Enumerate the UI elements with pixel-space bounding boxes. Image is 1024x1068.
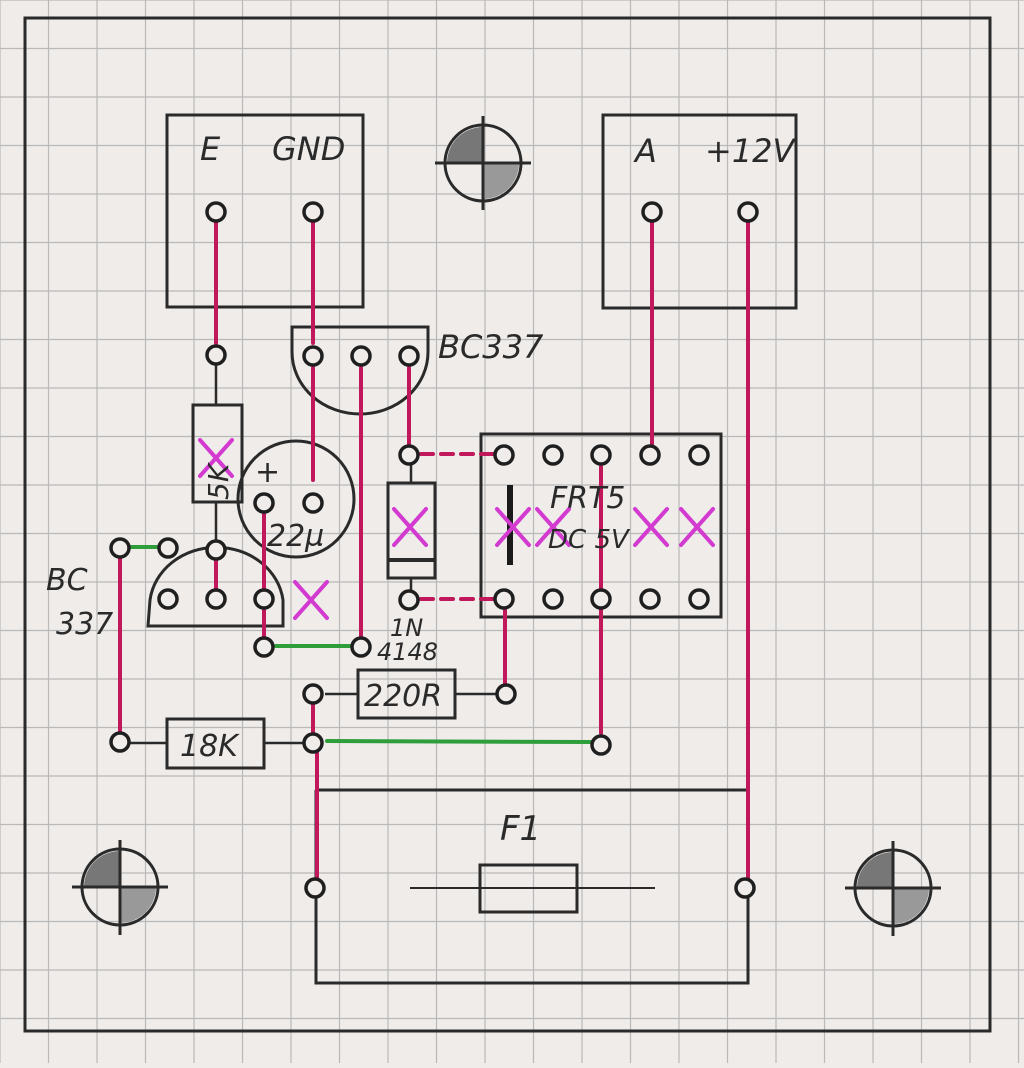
fuse-body [478,863,579,914]
pad-relay-7 [542,588,564,610]
terminal-block-right [601,113,798,310]
pad-t1-e [302,345,324,367]
pad-t2-1 [157,588,179,610]
transistor-left-label-line2: 337 [56,607,113,642]
pad-220r-left [302,683,324,705]
terminal-gnd-label: GND [272,130,345,168]
pad-relay-6 [493,588,515,610]
pad-5k-bottom [205,539,227,561]
pad-left-top [109,537,131,559]
cross-5k [198,438,234,478]
cross-cap [293,580,329,620]
cross-relay-4 [679,507,715,547]
pad-relay-8 [590,588,612,610]
pad-t1-c [398,345,420,367]
pad-t2-3 [253,588,275,610]
pad-diode-node [350,636,372,658]
pad-cap-plus [253,492,275,514]
transistor-left-label-line1: BC [46,563,88,598]
pad-relay-9 [639,588,661,610]
pad-gnd [302,201,324,223]
copper-traces-green [128,545,592,744]
board-outline [23,16,992,1033]
pad-green-end [590,734,612,756]
pad-diode-top [398,444,420,466]
cross-relay-3 [633,507,669,547]
pad-a [641,201,663,223]
pad-18k-right [302,732,324,754]
terminal-a-label: A [633,132,657,170]
mounting-hole-bottom-left [72,840,168,935]
pad-emitter-node [253,636,275,658]
capacitor-outline [236,439,356,559]
green-trace-18k-relay [325,739,592,744]
pad-relay-2 [542,444,564,466]
pad-diode-bottom [398,589,420,611]
pad-relay-3 [590,444,612,466]
pad-12v [737,201,759,223]
pad-220r-right [495,683,517,705]
pad-18k-left [109,731,131,753]
pad-relay-1 [493,444,515,466]
capacitor-value-label: 22µ [267,519,324,554]
pad-fuse-left [304,877,326,899]
resistor-5k-label: 5K [202,461,235,500]
component-lead-lines [130,363,498,745]
pad-e [205,201,227,223]
terminal-block-left [165,113,365,309]
cross-relay-2 [535,507,571,547]
removed-pin-marks [198,438,715,620]
pad-relay-5 [688,444,710,466]
capacitor-polarity-label: + [255,455,280,490]
fuse-label: F1 [500,809,541,849]
diode-label-line1: 1N [390,614,423,642]
resistor-18k-label: 18K [180,729,240,764]
pad-fuse-right [734,877,756,899]
pad-t1-b [350,345,372,367]
cross-diode [392,507,428,547]
cross-relay-1 [495,507,531,547]
pad-relay-10 [688,588,710,610]
pad-t2-extra [157,537,179,559]
resistor-5k-body [191,403,244,504]
pad-relay-4 [639,444,661,466]
pad-cap-minus [302,492,324,514]
resistor-220r-label: 220R [364,679,442,714]
relay-label-line1: FRT5 [550,481,626,516]
solder-pads [109,201,759,899]
pad-t2-2 [205,588,227,610]
pad-5k-top [205,344,227,366]
mounting-hole-top [435,116,531,210]
terminal-12v-label: +12V [705,132,797,170]
transistor-top-outline [290,325,430,416]
mounting-hole-bottom-right [845,841,941,936]
terminal-e-label: E [200,130,221,168]
diode-label-line2: 4148 [377,638,438,666]
transistor-top-label: BC337 [438,328,544,366]
relay-label-line2: DC 5V [548,525,631,555]
